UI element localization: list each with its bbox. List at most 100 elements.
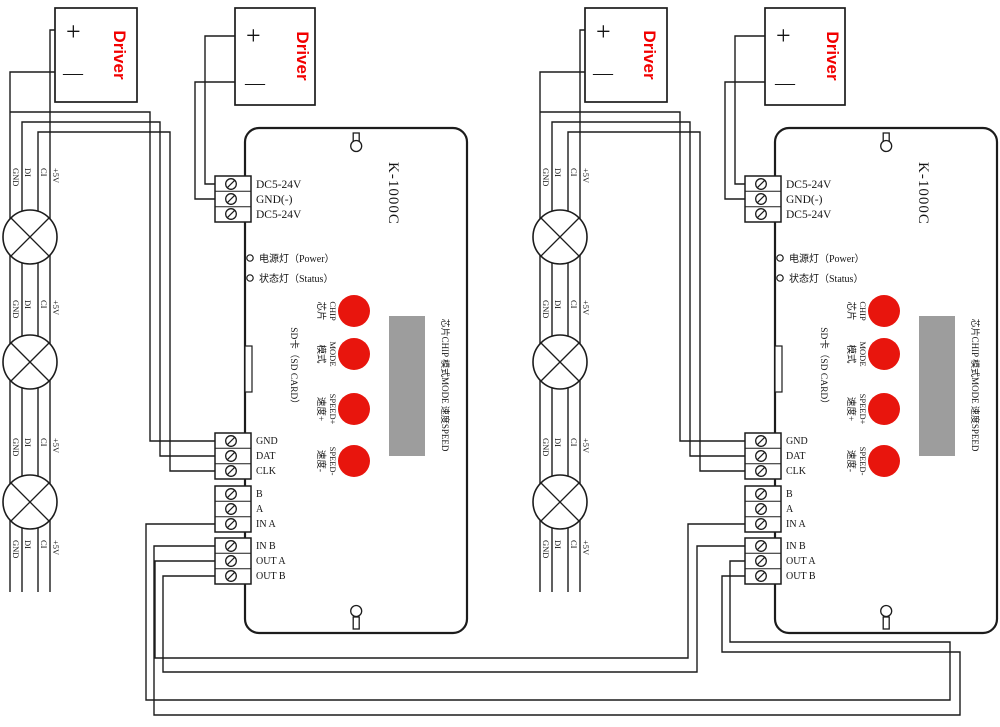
- speed-plus-button: [868, 393, 900, 425]
- led-module: [532, 334, 588, 390]
- cascade-wires: [145, 523, 961, 716]
- wire-label: GND: [541, 300, 551, 318]
- button-label: CHIP: [328, 301, 338, 321]
- driver-box: + — Driver: [234, 7, 316, 106]
- driver-name-label: Driver: [640, 30, 659, 80]
- signal-terminal-block: [215, 433, 251, 479]
- mounting-hole-icon: [350, 132, 363, 153]
- data-wire-ci: [37, 131, 215, 592]
- sd-card-slot: [774, 345, 783, 393]
- lcd-display: [389, 316, 425, 456]
- cascade-wire: [162, 545, 745, 673]
- driver-box: + — Driver: [584, 7, 668, 103]
- speed-minus-button: [868, 445, 900, 477]
- wire-label: +5V: [581, 300, 591, 316]
- wire-label: GND: [11, 438, 21, 456]
- wire-label: CI: [39, 540, 49, 549]
- led-bus-wire-labels: GND DI CI +5V GND DI CI +5V GND DI CI +5…: [541, 168, 591, 558]
- wire-label: DI: [23, 540, 33, 549]
- led-module: [2, 209, 58, 265]
- button-label: SPEED-: [328, 447, 338, 476]
- driver-name-label: Driver: [823, 31, 842, 81]
- power-indicator-label: 电源灯（Power）: [789, 252, 865, 265]
- button-label: SPEED+: [328, 394, 338, 425]
- terminal-label: DAT: [256, 451, 275, 462]
- chip-button: [338, 295, 370, 327]
- wire-label: +5V: [581, 438, 591, 454]
- controller: K-1000C DC5-24V GND(-) DC5-24V 电源灯（Power…: [745, 126, 999, 635]
- rs485-terminal-block: [215, 486, 251, 532]
- model-label: K-1000C: [915, 162, 931, 225]
- display-legend: 芯片CHIP 模式MODE 速度SPEED: [440, 319, 451, 452]
- terminal-label: GND: [256, 436, 278, 447]
- wire-label: +5V: [51, 300, 61, 316]
- power-indicator-led: [776, 254, 784, 262]
- psu-minus-wire: [539, 71, 585, 592]
- power-indicator-label: 电源灯（Power）: [259, 252, 335, 265]
- mode-button: [338, 338, 370, 370]
- led-module: [532, 474, 588, 530]
- driver-box: + — Driver: [54, 7, 138, 103]
- wire-label: DI: [553, 438, 563, 447]
- wire-label: CI: [39, 438, 49, 447]
- wire-label: DI: [553, 168, 563, 177]
- gnd-wire: [540, 111, 745, 442]
- status-indicator-label: 状态灯（Status）: [789, 272, 863, 285]
- ctrl-power-plus-wire: [734, 35, 765, 185]
- wire-label: GND: [11, 300, 21, 318]
- minus-terminal-label: —: [592, 62, 614, 84]
- terminal-label: GND(-): [256, 194, 293, 206]
- led-module: [2, 334, 58, 390]
- led-module: [532, 209, 588, 265]
- psu-plus-wire: [579, 29, 585, 592]
- terminal-label: B: [786, 489, 793, 500]
- button-label: SPEED+: [858, 394, 868, 425]
- unit-wires: [9, 29, 235, 592]
- terminal-label: B: [256, 489, 263, 500]
- terminal-label: OUT A: [786, 556, 816, 567]
- status-indicator-label: 状态灯（Status）: [259, 272, 333, 285]
- data-wire-di: [21, 121, 215, 592]
- power-terminal-block: [745, 176, 781, 222]
- cascade-wire: [145, 523, 951, 701]
- driver-outline: [584, 7, 668, 103]
- wire-label: DI: [553, 300, 563, 309]
- wire-label: GND: [541, 438, 551, 456]
- plus-terminal-label: +: [246, 21, 261, 50]
- minus-terminal-label: —: [244, 72, 266, 94]
- model-label: K-1000C: [385, 162, 401, 225]
- speed-minus-button: [338, 445, 370, 477]
- terminal-label: CLK: [256, 466, 277, 477]
- wire-label: CI: [39, 168, 49, 177]
- gnd-wire: [10, 111, 215, 442]
- terminal-label: OUT A: [256, 556, 286, 567]
- controller-unit: GND DI CI +5V GND DI CI +5V GND DI CI +5…: [532, 7, 999, 635]
- sd-card-label: SD卡（SD CARD）: [288, 327, 300, 409]
- wire-label: CI: [569, 540, 579, 549]
- psu-plus-wire: [49, 29, 55, 592]
- led-module: [2, 474, 58, 530]
- button-label: SPEED-: [858, 447, 868, 476]
- button-label: CHIP: [858, 301, 868, 321]
- driver-outline: [54, 7, 138, 103]
- terminal-label: CLK: [786, 466, 807, 477]
- ctrl-power-plus-wire: [204, 35, 235, 185]
- wire-label: +5V: [51, 438, 61, 454]
- plus-terminal-label: +: [66, 17, 81, 46]
- data-wire-ci: [567, 131, 745, 592]
- wire-label: DI: [23, 300, 33, 309]
- wire-label: CI: [39, 300, 49, 309]
- mounting-hole-icon: [880, 132, 893, 153]
- display-legend: 芯片CHIP 模式MODE 速度SPEED: [970, 319, 981, 452]
- terminal-label: A: [256, 504, 264, 515]
- sd-card-slot: [244, 345, 253, 393]
- button-label: 芯片: [315, 301, 327, 320]
- wire-label: GND: [541, 540, 551, 558]
- chip-button: [868, 295, 900, 327]
- wire-label: +5V: [581, 540, 591, 556]
- wire-label: CI: [569, 300, 579, 309]
- wire-label: GND: [11, 540, 21, 558]
- wire-label: +5V: [51, 540, 61, 556]
- ctrl-power-minus-wire: [724, 81, 765, 200]
- minus-terminal-label: —: [62, 62, 84, 84]
